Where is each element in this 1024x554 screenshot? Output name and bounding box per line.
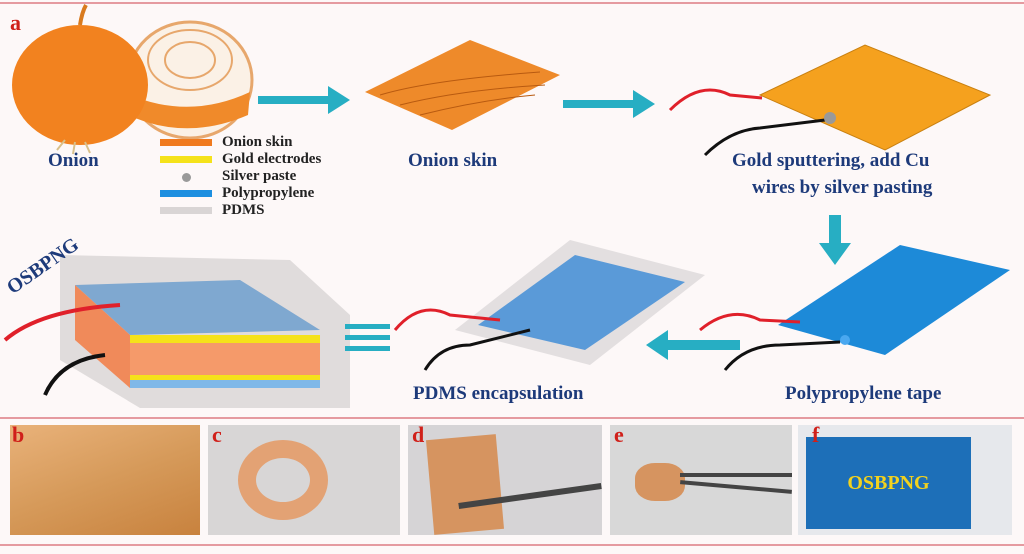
- legend: Onion skin Gold electrodes Silver paste …: [160, 134, 321, 219]
- legend-item: Silver paste: [160, 168, 321, 185]
- legend-item: Gold electrodes: [160, 151, 321, 168]
- gold-electrode-sheet: [758, 44, 992, 151]
- photo-rolled-skin: [208, 425, 400, 535]
- panel-label-c: c: [212, 422, 222, 447]
- onion-illustration: [12, 4, 254, 155]
- onion-skin-sheet: [365, 40, 560, 130]
- legend-item: Onion skin: [160, 134, 321, 151]
- arrow-down: [819, 215, 851, 265]
- panel-label-b: b: [12, 422, 25, 447]
- step-label-onion-skin: Onion skin: [408, 150, 498, 171]
- step-label-gold-1: Gold sputtering, add Cu: [732, 150, 930, 171]
- arrows: [258, 86, 851, 360]
- panel-label-d: d: [412, 422, 425, 447]
- step-label-onion: Onion: [48, 150, 99, 171]
- arrow-right-2: [563, 90, 655, 118]
- panel-label-e: e: [614, 422, 624, 447]
- photo-onion-skin: [10, 425, 200, 535]
- step-label-pdms: PDMS encapsulation: [413, 383, 584, 404]
- panel-label-f: f: [812, 422, 820, 447]
- arrow-right-1: [258, 86, 350, 114]
- osbpng-device-3d: [3, 255, 350, 408]
- polypropylene-sheet: [778, 245, 1010, 355]
- legend-item: Polypropylene: [160, 185, 321, 202]
- photo-osbpng-device: OSBPNG: [798, 425, 1012, 535]
- equals-bar: [345, 324, 390, 329]
- panel-label-a: a: [10, 10, 21, 35]
- photo-crumpled-skin: [610, 425, 792, 535]
- step-label-gold-2: wires by silver pasting: [752, 177, 933, 198]
- legend-item: PDMS: [160, 202, 321, 219]
- arrow-left: [646, 330, 740, 360]
- step-label-polypropylene: Polypropylene tape: [785, 383, 942, 404]
- photo-folded-skin: [408, 425, 602, 535]
- device-text: OSBPNG: [847, 471, 930, 494]
